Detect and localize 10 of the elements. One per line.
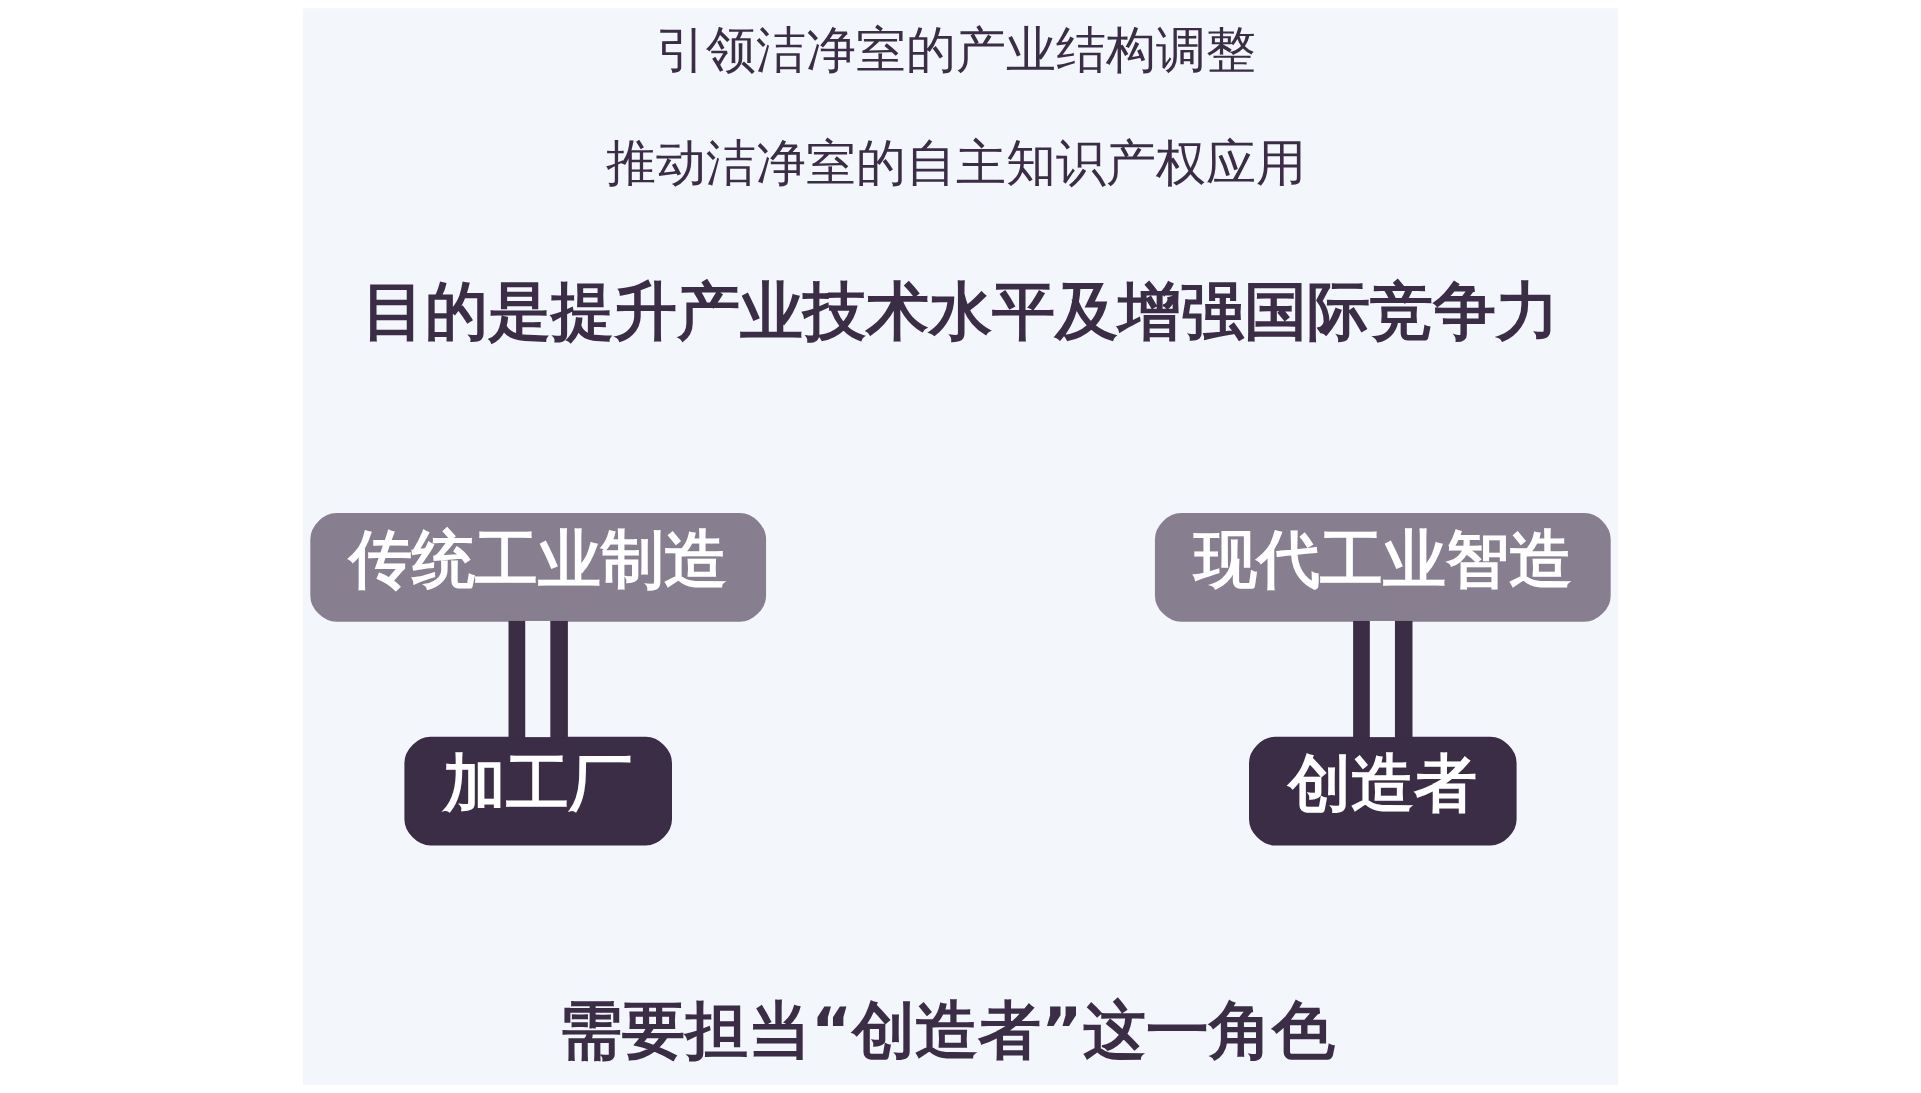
label: 需要担当“创造者”这一角色: [559, 994, 1335, 1068]
node-box: 加工厂: [404, 736, 672, 846]
node-box: 创造者: [1249, 736, 1517, 846]
connector: [1353, 620, 1413, 738]
label: 目的是提升产业技术水平及增强国际竞争力: [361, 275, 1559, 349]
label: 推动洁净室的自主知识产权应用: [606, 133, 1307, 193]
node-box: 传统工业制造: [310, 513, 767, 622]
connector: [508, 620, 568, 738]
node-box: 现代工业智造: [1154, 513, 1611, 622]
label: 引领洁净室的产业结构调整: [656, 20, 1257, 80]
